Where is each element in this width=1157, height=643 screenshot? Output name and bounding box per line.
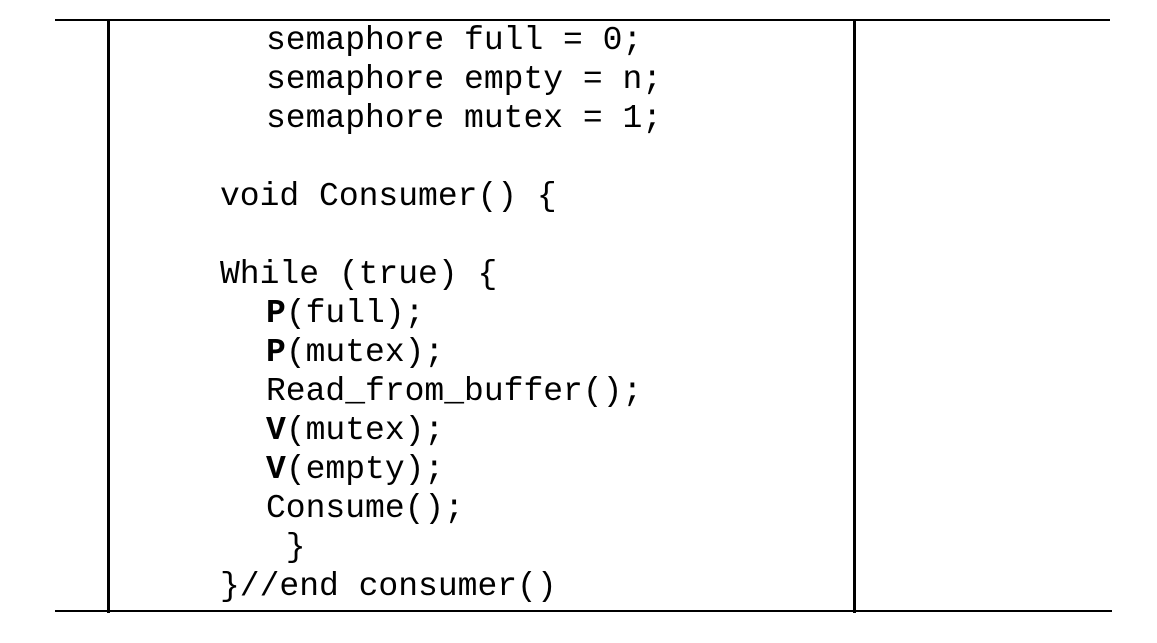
code-cell: semaphore full = 0;semaphore empty = n;s… — [110, 21, 853, 610]
semaphore-operation-keyword: V — [266, 451, 286, 488]
code-line: While (true) { — [110, 255, 662, 294]
code-line: }//end consumer() — [110, 567, 662, 606]
code-line-text: (full); — [285, 295, 425, 332]
code-line — [110, 216, 662, 255]
code-line-text: }//end consumer() — [220, 568, 557, 605]
code-line-text — [266, 217, 286, 254]
code-line-text: (mutex); — [285, 334, 445, 371]
code-line-text — [266, 139, 286, 176]
semaphore-operation-keyword: P — [266, 334, 286, 371]
table-bottom-border — [55, 610, 1112, 612]
code-line-text: While (true) { — [220, 256, 498, 293]
table-top-border — [55, 19, 1110, 21]
semaphore-operation-keyword: P — [266, 295, 286, 332]
code-line: V(mutex); — [110, 411, 662, 450]
code-line: semaphore mutex = 1; — [110, 99, 662, 138]
code-line-text: (mutex); — [285, 412, 445, 449]
code-line: void Consumer() { — [110, 177, 662, 216]
code-line-text: (empty); — [285, 451, 445, 488]
table-left-column-divider — [107, 20, 110, 613]
code-line: P(mutex); — [110, 333, 662, 372]
code-line: semaphore full = 0; — [110, 21, 662, 60]
code-line-text: void Consumer() { — [220, 178, 557, 215]
code-line-text: } — [266, 529, 306, 566]
code-line: V(empty); — [110, 450, 662, 489]
code-line-text: semaphore mutex = 1; — [266, 100, 663, 137]
code-line-text: Consume(); — [266, 490, 465, 527]
code-line: semaphore empty = n; — [110, 60, 662, 99]
code-line-text: semaphore full = 0; — [266, 22, 643, 59]
code-line: } — [110, 528, 662, 567]
right-empty-cell — [856, 21, 1110, 610]
code-line-text: semaphore empty = n; — [266, 61, 663, 98]
code-line: P(full); — [110, 294, 662, 333]
consumer-code-listing: semaphore full = 0;semaphore empty = n;s… — [110, 21, 662, 606]
code-line-text: Read_from_buffer(); — [266, 373, 643, 410]
code-line: Consume(); — [110, 489, 662, 528]
code-line: Read_from_buffer(); — [110, 372, 662, 411]
table-right-column-divider — [853, 20, 856, 613]
code-line — [110, 138, 662, 177]
semaphore-operation-keyword: V — [266, 412, 286, 449]
